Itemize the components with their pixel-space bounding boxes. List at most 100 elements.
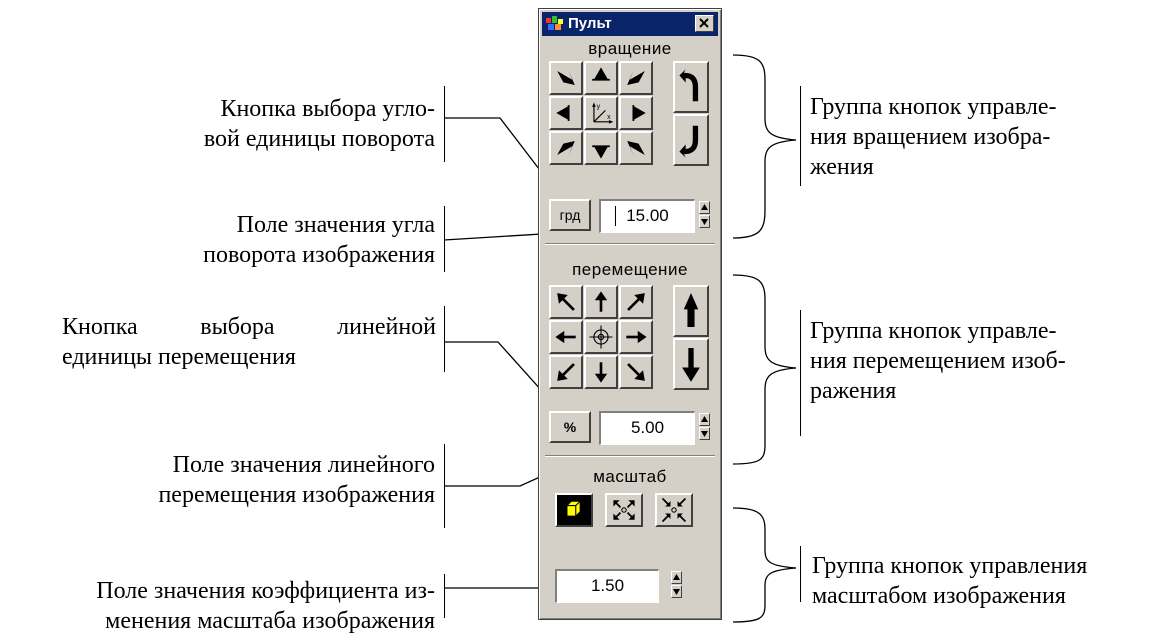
callout-bar [444, 444, 445, 528]
rotation-section-label: вращение [588, 39, 672, 58]
move-backward-icon [682, 348, 700, 382]
translation-step-spinner[interactable] [699, 413, 710, 441]
spin-up-button[interactable] [699, 201, 710, 214]
scale-factor-field[interactable]: 1.50 [555, 569, 659, 603]
rotate-cw-button[interactable] [673, 114, 709, 166]
axes-center-button[interactable]: y x [584, 96, 618, 130]
move-diagonal-icon [557, 363, 575, 381]
callout-line: поворота изображения [203, 242, 435, 268]
move-down-right-button[interactable] [619, 285, 653, 319]
move-down-left-button[interactable] [549, 285, 583, 319]
rotate-down-button[interactable] [584, 131, 618, 165]
move-right-button[interactable] [619, 320, 653, 354]
callout-translation-unit-button: Кнопка выбора линейной единицы перемещен… [62, 312, 436, 372]
rotate-right-icon [632, 105, 646, 121]
callout-line: Поле значения линейного [172, 452, 435, 478]
rotate-ccw-button[interactable] [673, 61, 709, 113]
callout-line: вой единицы поворота [203, 126, 435, 152]
move-up-left-button[interactable] [549, 355, 583, 389]
callout-rotation-unit-button: Кнопка выбора угло- вой единицы поворота [150, 94, 435, 154]
callout-translation-group: Группа кнопок управле- ния перемещением … [810, 316, 1160, 406]
callout-line: Группа кнопок управле- [810, 318, 1057, 344]
move-down-button[interactable] [584, 355, 618, 389]
spin-up-icon [701, 204, 708, 210]
zoom-out-icon [661, 497, 687, 523]
cube-icon [559, 497, 585, 519]
callout-line: Группа кнопок управления [812, 553, 1088, 579]
rotate-up-icon [592, 67, 610, 81]
move-left-button[interactable] [549, 320, 583, 354]
callout-bar [444, 206, 445, 272]
rotate-down-right-button[interactable] [619, 61, 653, 95]
move-diagonal-icon [627, 293, 645, 311]
move-center-button[interactable] [584, 320, 618, 354]
app-icon [546, 16, 563, 30]
spin-down-button[interactable] [671, 585, 682, 598]
callout-line: ния перемещением изоб- [810, 348, 1066, 374]
callout-line: Поле значения угла [236, 212, 435, 238]
move-diagonal-icon [627, 363, 645, 381]
angle-unit-button[interactable]: грд [549, 199, 591, 231]
rotation-angle-field[interactable]: 15.00 [599, 199, 695, 233]
axes-icon: y x [592, 102, 614, 124]
title-bar[interactable]: Пульт [542, 12, 718, 36]
spin-up-icon [673, 574, 680, 580]
rotate-up-button[interactable] [584, 61, 618, 95]
brace-rotation-group [732, 54, 797, 239]
rotate-left-icon [556, 105, 570, 121]
spin-up-button[interactable] [671, 571, 682, 584]
spin-up-button[interactable] [699, 413, 710, 426]
callout-line: менения масштаба изображения [105, 608, 435, 634]
move-up-button[interactable] [584, 285, 618, 319]
callout-bar [800, 310, 801, 436]
callout-line: жения [810, 154, 874, 180]
rotation-angle-spinner[interactable] [699, 201, 710, 229]
rotate-up-left-button[interactable] [549, 131, 583, 165]
rotate-down-left-button[interactable] [549, 61, 583, 95]
rotate-up-right-button[interactable] [619, 131, 653, 165]
rotate-cw-icon [679, 125, 699, 158]
zoom-in-button[interactable] [605, 493, 643, 527]
callout-line: Кнопка выбора угло- [220, 96, 435, 122]
callout-bar [800, 546, 801, 602]
section-divider [545, 455, 715, 457]
move-backward-button[interactable] [673, 338, 709, 390]
move-left-icon [555, 330, 576, 344]
svg-text:x: x [607, 114, 611, 121]
spin-down-icon [701, 219, 708, 225]
translation-step-field[interactable]: 5.00 [599, 411, 695, 445]
callout-rotation-angle-field: Поле значения угла поворота изображения [150, 210, 435, 270]
spin-down-button[interactable] [699, 215, 710, 228]
spin-down-button[interactable] [699, 427, 710, 440]
section-divider [545, 243, 715, 245]
control-panel-window: Пульт вращение y x [538, 8, 722, 620]
rotation-angle-value: 15.00 [626, 206, 669, 225]
spin-down-icon [673, 589, 680, 595]
rotate-diagonal-icon [627, 70, 645, 86]
scale-section-label: масштаб [593, 467, 667, 486]
scale-factor-value: 1.50 [590, 576, 625, 595]
window-title: Пульт [568, 15, 612, 32]
angle-unit-label: грд [559, 207, 581, 223]
callout-bar [444, 86, 445, 162]
callout-rotation-group: Группа кнопок управле- ния вращением изо… [810, 92, 1130, 182]
close-button[interactable] [695, 15, 714, 32]
rotate-down-icon [592, 145, 610, 159]
callout-line: единицы перемещения [62, 344, 296, 370]
move-forward-icon [683, 293, 699, 327]
zoom-out-button[interactable] [655, 493, 693, 527]
rotate-diagonal-icon [627, 140, 645, 156]
close-icon [699, 18, 709, 28]
zoom-fit-button[interactable] [555, 493, 593, 527]
rotate-left-button[interactable] [549, 96, 583, 130]
linear-unit-label: % [563, 419, 577, 435]
zoom-in-icon [613, 500, 635, 520]
move-forward-button[interactable] [673, 285, 709, 337]
rotate-right-button[interactable] [619, 96, 653, 130]
linear-unit-button[interactable]: % [549, 411, 591, 443]
callout-line: ния вращением изобра- [810, 124, 1051, 150]
callout-line: масштабом изображения [812, 583, 1066, 609]
scale-factor-spinner[interactable] [671, 571, 682, 599]
svg-text:y: y [597, 104, 601, 111]
move-up-right-button[interactable] [619, 355, 653, 389]
